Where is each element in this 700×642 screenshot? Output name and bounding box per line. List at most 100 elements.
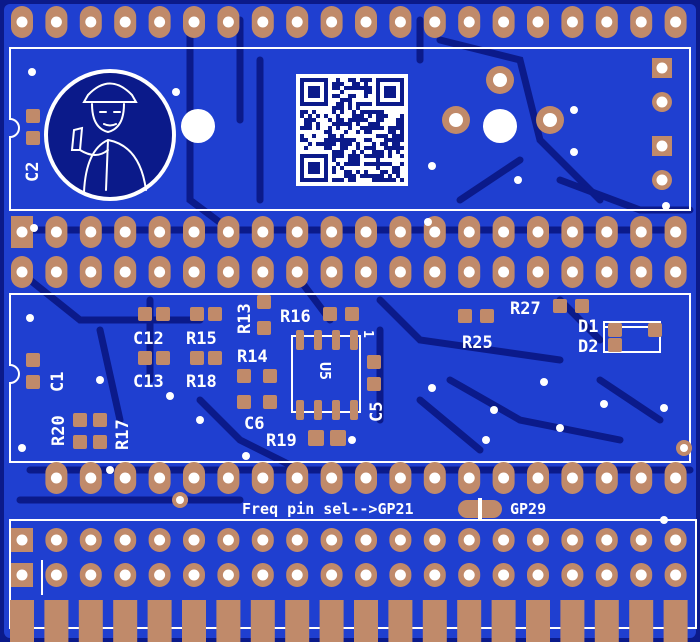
drill-hole: [50, 534, 62, 546]
vias: [18, 68, 692, 524]
drill-hole: [463, 16, 475, 28]
drill-hole: [635, 534, 647, 546]
qr-module: [344, 170, 348, 174]
label-r13: R13: [235, 303, 255, 334]
qr-module: [332, 86, 336, 90]
qr-module: [348, 118, 352, 122]
qr-module: [400, 178, 404, 182]
qr-module: [304, 126, 308, 130]
smd-pad: [332, 330, 340, 350]
qr-module: [356, 154, 360, 158]
qr-module: [340, 98, 344, 102]
edge-finger: [250, 600, 275, 642]
label-gp29: GP29: [510, 500, 546, 518]
smd-pad: [257, 295, 271, 309]
qr-module: [384, 178, 388, 182]
label-d2: D2: [578, 337, 598, 357]
qr-module: [388, 162, 392, 166]
label-freq-sel: Freq pin sel-->GP21: [242, 500, 414, 518]
smd-pad: [296, 330, 304, 350]
drill-hole: [85, 472, 97, 484]
qr-module: [380, 150, 384, 154]
qr-module: [344, 138, 348, 142]
qr-module: [380, 142, 384, 146]
qr-module: [376, 110, 380, 114]
drill-hole: [257, 472, 269, 484]
qr-module: [300, 134, 304, 138]
qr-module: [368, 86, 372, 90]
qr-module: [364, 78, 368, 82]
smd-pad: [93, 435, 107, 449]
qr-module: [308, 126, 312, 130]
qr-module: [388, 154, 392, 158]
drill-hole: [498, 472, 510, 484]
qr-module: [400, 130, 404, 134]
qr-module: [324, 114, 328, 118]
qr-module: [376, 114, 380, 118]
drill-hole: [119, 16, 131, 28]
qr-module: [380, 174, 384, 178]
drill-hole: [566, 16, 578, 28]
label-c1: C1: [48, 372, 68, 392]
qr-module: [340, 146, 344, 150]
edge-finger: [10, 600, 34, 642]
qr-module: [396, 142, 400, 146]
qr-module: [360, 174, 364, 178]
drill-hole: [601, 16, 613, 28]
label-r19: R19: [266, 431, 297, 451]
drill-hole: [326, 569, 338, 581]
edge-finger: [457, 600, 482, 642]
smd-pad: [330, 430, 346, 446]
smd-pad: [26, 131, 40, 145]
drill-hole: [154, 534, 166, 546]
qr-module: [336, 162, 340, 166]
smd-pad: [26, 353, 40, 367]
qr-module: [352, 174, 356, 178]
via: [28, 68, 36, 76]
smd-pad: [237, 395, 251, 409]
drill-hole: [222, 569, 234, 581]
drill-hole: [119, 266, 131, 278]
drill-hole: [670, 226, 682, 238]
qr-module: [368, 110, 372, 114]
label-c12: C12: [133, 329, 164, 349]
qr-module: [308, 142, 312, 146]
qr-module: [348, 154, 352, 158]
qr-module: [380, 114, 384, 118]
qr-module: [372, 126, 376, 130]
edge-finger: [44, 600, 69, 642]
drill-hole: [670, 569, 682, 581]
label-d1: D1: [578, 317, 598, 337]
qr-module: [332, 166, 336, 170]
smd-pad: [458, 309, 472, 323]
qr-module: [364, 102, 368, 106]
qr-module: [376, 134, 380, 138]
smd-pad: [575, 299, 589, 313]
edge-finger: [629, 600, 654, 642]
drill-hole: [429, 266, 441, 278]
smd-pad: [608, 323, 622, 337]
qr-module: [384, 142, 388, 146]
drill-hole: [635, 16, 647, 28]
qr-module: [380, 126, 384, 130]
qr-module: [348, 174, 352, 178]
drill-hole: [222, 534, 234, 546]
qr-module: [324, 142, 328, 146]
qr-module: [300, 126, 304, 130]
qr-module: [380, 162, 384, 166]
drill-hole: [532, 534, 544, 546]
qr-module: [388, 146, 392, 150]
qr-module: [300, 110, 304, 114]
qr-module: [348, 106, 352, 110]
qr-module: [336, 178, 340, 182]
qr-module: [332, 94, 336, 98]
drill-hole: [16, 534, 28, 546]
drill-hole: [85, 16, 97, 28]
drill-hole: [326, 472, 338, 484]
qr-module: [348, 142, 352, 146]
drill-hole: [566, 226, 578, 238]
qr-module: [340, 102, 344, 106]
drill-hole: [360, 534, 372, 546]
drill-hole: [360, 569, 372, 581]
via: [96, 376, 104, 384]
